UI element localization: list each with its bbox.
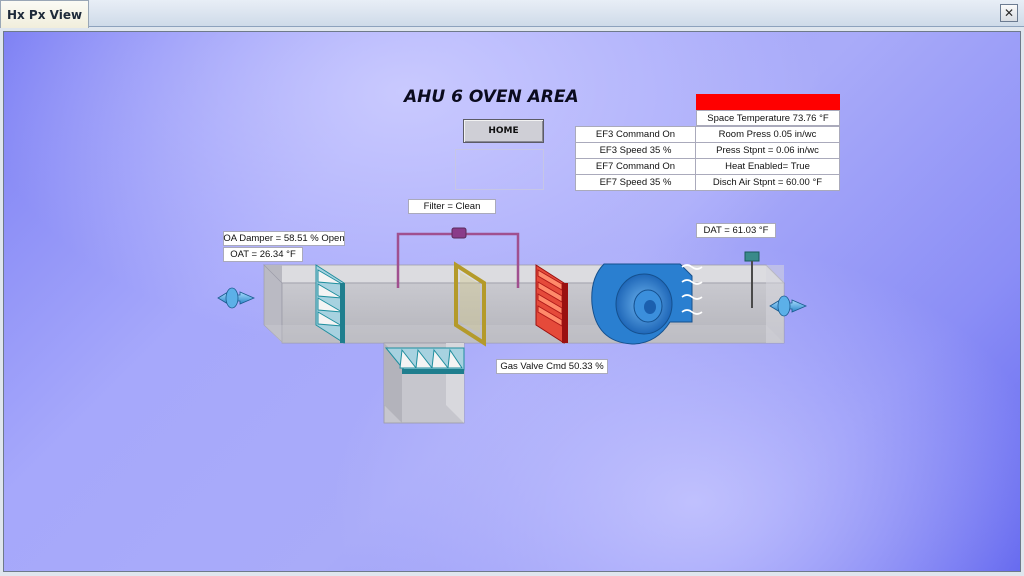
dp-switch-icon <box>451 227 467 239</box>
heat-enabled[interactable]: Heat Enabled= True <box>695 158 840 175</box>
ef7-command[interactable]: EF7 Command On <box>575 158 696 175</box>
discharge-air-setpoint[interactable]: Disch Air Stpnt = 60.00 °F <box>695 174 840 191</box>
return-damper-icon <box>384 347 465 374</box>
ahu-diagram <box>217 227 808 424</box>
ef3-speed[interactable]: EF3 Speed 35 % <box>575 142 696 159</box>
status-row: EF7 Speed 35 % Disch Air Stpnt = 60.00 °… <box>575 174 840 191</box>
outside-air-temperature[interactable]: OAT = 26.34 °F <box>223 247 303 262</box>
status-row: EF7 Command On Heat Enabled= True <box>575 158 840 175</box>
airflow-lines <box>681 264 703 315</box>
close-view-button[interactable]: ✕ <box>1000 4 1018 22</box>
inlet-arrow-icon <box>217 287 256 309</box>
oa-damper-position[interactable]: OA Damper = 58.51 % Open <box>223 231 345 246</box>
tab-hx-px-view[interactable]: Hx Px View <box>0 0 89 28</box>
room-pressure[interactable]: Room Press 0.05 in/wc <box>695 126 840 143</box>
filter-icon <box>454 261 486 347</box>
home-button[interactable]: HOME <box>463 119 544 143</box>
space-temperature-value[interactable]: Space Temperature 73.76 °F <box>696 110 840 126</box>
discharge-air-temperature[interactable]: DAT = 61.03 °F <box>696 223 776 238</box>
alarm-status-bar <box>696 94 840 110</box>
ef3-command[interactable]: EF3 Command On <box>575 126 696 143</box>
status-table: EF3 Command On Room Press 0.05 in/wc EF3… <box>575 126 840 191</box>
heating-coil-icon <box>535 264 568 344</box>
ef7-speed[interactable]: EF7 Speed 35 % <box>575 174 696 191</box>
gas-valve-command[interactable]: Gas Valve Cmd 50.33 % <box>496 359 608 374</box>
temperature-sensor-icon <box>744 251 760 308</box>
outlet-arrow-icon <box>769 295 808 317</box>
return-duct <box>383 342 465 424</box>
blank-panel <box>455 149 544 190</box>
status-row: EF3 Speed 35 % Press Stpnt = 0.06 in/wc <box>575 142 840 159</box>
tab-bar: Hx Px View ✕ <box>0 0 1024 28</box>
supply-fan-icon <box>591 263 693 345</box>
filter-status[interactable]: Filter = Clean <box>408 199 496 214</box>
page-title: AHU 6 OVEN AREA <box>404 87 579 107</box>
damper-icon <box>315 264 345 344</box>
graphic-view: AHU 6 OVEN AREA HOME Space Temperature 7… <box>3 31 1021 572</box>
status-row: EF3 Command On Room Press 0.05 in/wc <box>575 126 840 143</box>
pressure-setpoint[interactable]: Press Stpnt = 0.06 in/wc <box>695 142 840 159</box>
